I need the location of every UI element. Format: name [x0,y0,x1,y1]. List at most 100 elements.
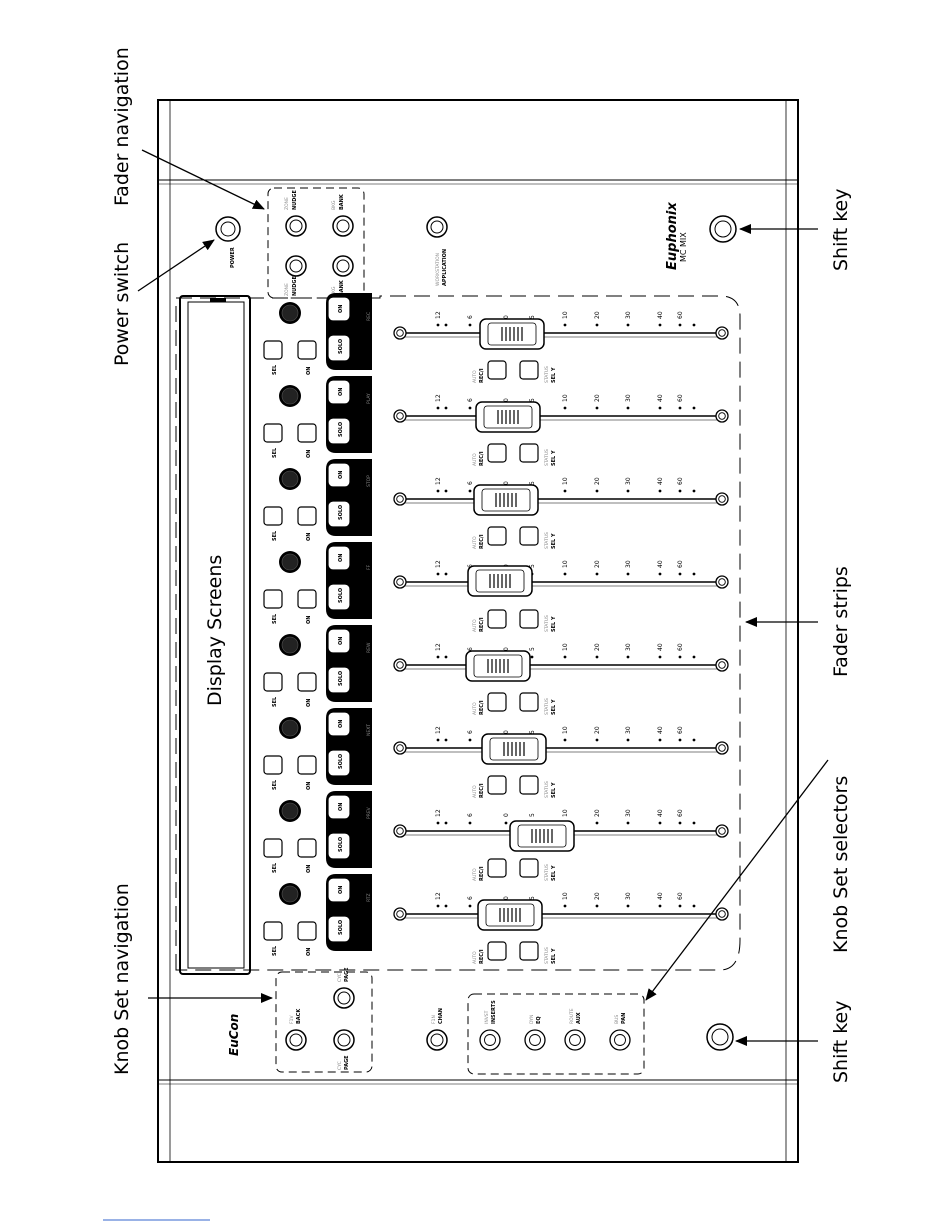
knob-on-button[interactable] [297,921,317,941]
on-button[interactable]: ON [327,462,351,488]
on-button[interactable]: ON [327,296,351,322]
power-button[interactable] [215,216,241,242]
nudge-down-button[interactable] [285,255,307,277]
sel-button[interactable] [263,921,283,941]
scale-dot [563,572,567,576]
sel-label: SEL [272,862,278,873]
shift-key-top[interactable] [709,215,737,243]
nudge-up-button[interactable] [285,215,307,237]
sel-y-label: SEL Y [551,367,557,383]
rec-button[interactable] [487,941,507,961]
sel-button[interactable] [263,423,283,443]
sel-button[interactable] [263,340,283,360]
on-button[interactable]: ON [327,711,351,737]
rotary-knob[interactable] [279,302,301,324]
fader-cap[interactable] [481,733,547,765]
sel-button[interactable] [263,589,283,609]
bank-up-button[interactable] [332,215,354,237]
rec-label: REC/I [479,368,485,383]
fader-cap[interactable] [475,401,541,433]
scale-tick-label: 5 [529,564,536,568]
rotary-knob[interactable] [279,551,301,573]
rotary-knob[interactable] [279,634,301,656]
fader-end-screw [393,741,407,755]
sel-button[interactable] [263,506,283,526]
fader-cap[interactable] [473,484,539,516]
rotary-knob[interactable] [279,468,301,490]
on-button[interactable]: ON [327,877,351,903]
rec-button[interactable] [487,775,507,795]
shift-key-bottom[interactable] [706,1023,734,1051]
fader-cap[interactable] [465,650,531,682]
rec-button[interactable] [487,692,507,712]
knob-on-button[interactable] [297,423,317,443]
knob-set-selector-button[interactable] [564,1029,586,1051]
knob-set-selector-button[interactable] [479,1029,501,1051]
fader-cap[interactable] [477,899,543,931]
scale-tick-label: 12 [435,809,442,817]
rec-button[interactable] [487,609,507,629]
scale-tick-label: 6 [467,647,474,651]
sel-y-button[interactable] [519,775,539,795]
on-button-label: ON [338,554,344,562]
knob-on-button[interactable] [297,589,317,609]
rec-button[interactable] [487,526,507,546]
solo-button[interactable]: SOLO [327,749,351,777]
scale-tick-label: 0 [503,647,510,651]
scale-dot [692,323,696,327]
sel-y-button[interactable] [519,858,539,878]
page-down-label: PAGE [344,1055,350,1070]
callout-fader-navigation: Fader navigation [111,47,133,206]
knob-on-button[interactable] [297,340,317,360]
fader-cap[interactable] [509,820,575,852]
page-down-button[interactable] [333,1029,355,1051]
solo-button[interactable]: SOLO [327,915,351,943]
rotary-knob[interactable] [279,800,301,822]
on-button[interactable]: ON [327,794,351,820]
rec-button[interactable] [487,360,507,380]
sel-y-button[interactable] [519,526,539,546]
back-button[interactable] [285,1029,307,1051]
sel-y-button[interactable] [519,692,539,712]
solo-button[interactable]: SOLO [327,583,351,611]
solo-button[interactable]: SOLO [327,832,351,860]
solo-button[interactable]: SOLO [327,417,351,445]
on-button[interactable]: ON [327,379,351,405]
sel-y-button[interactable] [519,360,539,380]
scale-dot [444,904,448,908]
fader-cap[interactable] [467,565,533,597]
solo-button[interactable]: SOLO [327,334,351,362]
solo-button[interactable]: SOLO [327,500,351,528]
scale-tick-label: 20 [594,560,601,568]
sel-button[interactable] [263,838,283,858]
knob-on-button[interactable] [297,506,317,526]
knob-on-button[interactable] [297,672,317,692]
sel-y-button[interactable] [519,609,539,629]
rotary-knob[interactable] [279,385,301,407]
sel-button[interactable] [263,755,283,775]
page-up-button[interactable] [333,987,355,1009]
rotary-knob[interactable] [279,717,301,739]
rec-button[interactable] [487,858,507,878]
knob-set-selector-button[interactable] [609,1029,631,1051]
application-button[interactable] [426,216,448,238]
sel-y-button[interactable] [519,443,539,463]
knob-on-button[interactable] [297,755,317,775]
sel-button[interactable] [263,672,283,692]
on-button[interactable]: ON [327,545,351,571]
fader-cap[interactable] [479,318,545,350]
rec-button[interactable] [487,443,507,463]
bank-down-button[interactable] [332,255,354,277]
solo-button[interactable]: SOLO [327,666,351,694]
scale-tick-label: 0 [503,398,510,402]
knob-on-button[interactable] [297,838,317,858]
scale-tick-label: 20 [594,726,601,734]
on-button[interactable]: ON [327,628,351,654]
scale-tick-label: 40 [657,560,664,568]
rotary-knob[interactable] [279,883,301,905]
chan-button[interactable] [426,1029,448,1051]
sel-label: SEL [272,779,278,790]
knob-set-selector-button[interactable] [524,1029,546,1051]
sel-y-button[interactable] [519,941,539,961]
